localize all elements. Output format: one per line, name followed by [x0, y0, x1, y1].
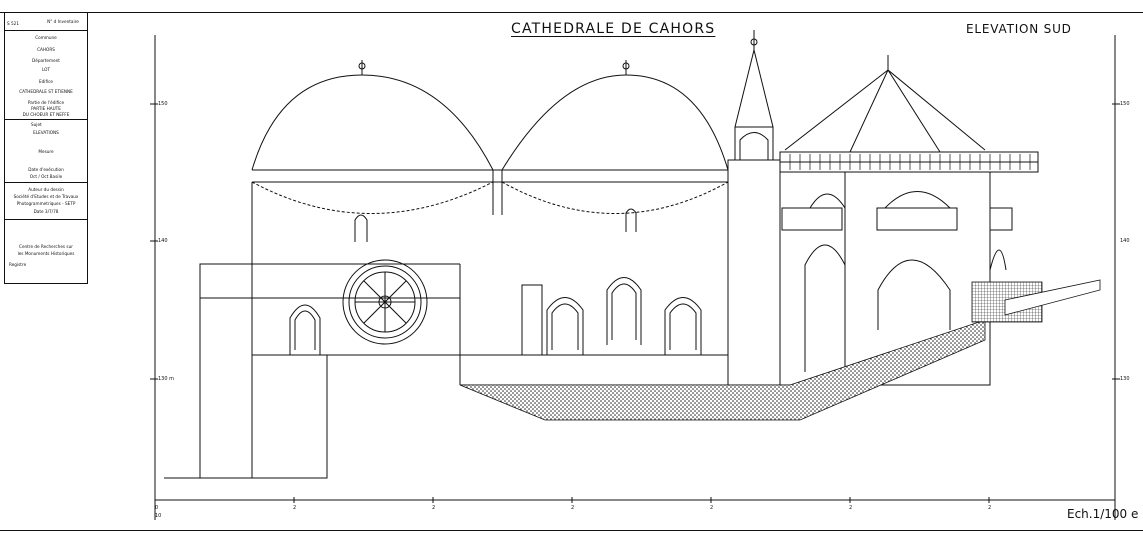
nave-window: [289, 304, 321, 355]
scale-tick-label: 0: [155, 505, 159, 511]
right-level-label: 150: [1120, 101, 1130, 107]
nave-window: [606, 277, 642, 345]
cartouche-centre-2: les Monuments Historiques: [17, 251, 75, 256]
foundation-hatching: [459, 319, 986, 421]
nave-window: [546, 297, 584, 355]
cartouche-separator: [5, 219, 87, 220]
right-level-label: 140: [1120, 238, 1130, 244]
cartouche-edifice-label: Edifice: [39, 79, 53, 84]
left-low-wall: [199, 263, 253, 479]
cartouche-commune-label: Commune: [35, 35, 57, 40]
scale-tick-label: 2: [710, 505, 714, 511]
cartouche-auteur-2: Photogrammetriques - SETP: [16, 201, 76, 206]
cartouche-registre: Registre: [9, 262, 27, 267]
cartouche-auteur-label: Auteur du dessin: [28, 187, 64, 192]
drawing-title: CATHEDRALE DE CAHORS: [511, 21, 716, 37]
scale-tick-label: 2: [432, 505, 436, 511]
cartouche-partie-2: DU CHOEUR ET NEFFE: [22, 112, 70, 117]
cartouche-inventory-label: N° d Inventaire: [47, 19, 79, 24]
bell-tower: [727, 30, 781, 386]
dome-left: [251, 74, 494, 171]
scale-tick-label: 10: [155, 513, 162, 519]
scale-tick-label: 2: [293, 505, 297, 511]
drawing-view-label: ELEVATION SUD: [966, 22, 1072, 36]
scale-tick-label: 2: [571, 505, 575, 511]
title-block-cartouche: S 521 N° d Inventaire Commune CAHORS Dép…: [4, 12, 88, 284]
nave-window: [664, 297, 702, 355]
right-level-label: 130: [1120, 376, 1130, 382]
dome-right: [501, 74, 729, 171]
cartouche-departement-label: Département: [32, 58, 60, 63]
cartouche-ref: S 521: [7, 21, 19, 26]
cartouche-sujet: ELEVATIONS: [33, 130, 59, 135]
left-level-label: 130 m: [158, 376, 175, 382]
cartouche-edifice: CATHEDRALE ST ETIENNE: [19, 89, 73, 94]
scale-tick-label: 2: [988, 505, 992, 511]
cartouche-partie-1: PARTIE HAUTE: [31, 106, 61, 111]
cartouche-commune: CAHORS: [37, 47, 55, 52]
bottom-frame-line: [0, 530, 1143, 531]
scale-label: Ech.1/100 e: [1067, 507, 1139, 521]
cartouche-date-value: Oct / Oct Basile: [29, 174, 63, 179]
cartouche-sujet-label: Sujet: [31, 122, 42, 127]
cartouche-partie-label: Partie de l'édifice: [27, 100, 65, 105]
cartouche-mesure-label: Mesure: [38, 149, 54, 154]
rose-window: [342, 259, 428, 345]
left-level-label: 150: [158, 101, 168, 107]
top-frame-line: [0, 12, 1143, 13]
apse-choir: [779, 55, 1039, 386]
cartouche-departement: LOT: [41, 67, 51, 72]
cartouche-separator: [5, 182, 87, 183]
cartouche-centre-1: Centre de Recherches sur: [19, 244, 73, 249]
scale-tick-label: 2: [849, 505, 853, 511]
cartouche-date-label: Date d'exécution: [28, 167, 64, 172]
cartouche-auteur-1: Société d'Etudes et de Travaux: [13, 194, 79, 199]
cartouche-separator: [5, 30, 87, 31]
cartouche-separator: [5, 119, 87, 120]
cartouche-auteur-date: Date 3/7/78: [33, 209, 59, 214]
left-level-label: 140: [158, 238, 168, 244]
